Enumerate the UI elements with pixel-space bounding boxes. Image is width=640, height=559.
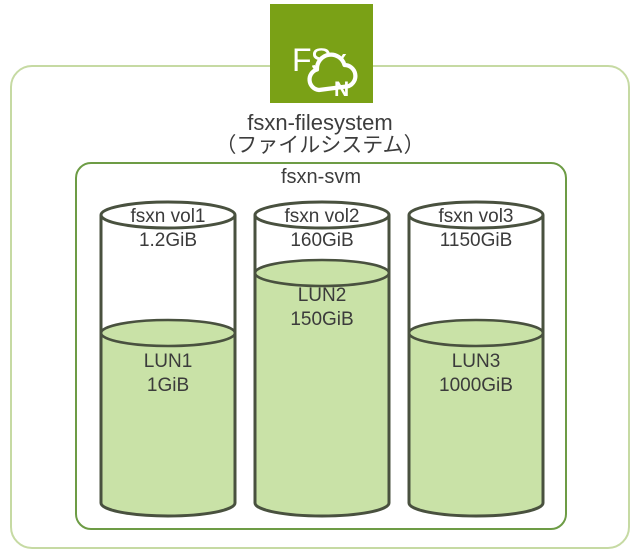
volume-cylinder-vol1: fsxn vol1 1.2GiB LUN1 1GiB — [98, 197, 238, 521]
volume-cylinder-vol3: fsxn vol3 1150GiB LUN3 1000GiB — [406, 197, 546, 521]
lun-size: 1GiB — [146, 375, 190, 396]
lun-size: 1000GiB — [439, 375, 513, 396]
volume-name: fsxn vol3 — [438, 206, 514, 227]
filesystem-label-ja: （ファイルシステム） — [215, 134, 425, 157]
lun-name: LUN3 — [451, 351, 501, 372]
volume-size: 1150GiB — [439, 230, 513, 251]
cylinder-graphic-vol2 — [253, 200, 391, 518]
cylinder-graphic-vol3 — [407, 200, 545, 518]
lun-name: LUN2 — [297, 285, 347, 306]
volume-size: 1.2GiB — [138, 230, 198, 251]
lun-size: 150GiB — [290, 309, 354, 330]
volume-name: fsxn vol1 — [130, 206, 206, 227]
fsx-ontap-icon: FSx N — [270, 4, 373, 103]
filesystem-label: fsxn-filesystem — [247, 110, 393, 135]
svm-boundary — [75, 162, 567, 530]
cylinder-graphic-vol1 — [99, 200, 237, 518]
lun-name: LUN1 — [143, 351, 193, 372]
svm-label: fsxn-svm — [281, 166, 361, 188]
volume-name: fsxn vol2 — [284, 206, 360, 227]
volume-cylinder-vol2: fsxn vol2 160GiB LUN2 150GiB — [252, 197, 392, 521]
fsx-icon-n-label: N — [334, 78, 349, 101]
volume-size: 160GiB — [290, 230, 354, 251]
cloud-icon — [307, 52, 358, 93]
